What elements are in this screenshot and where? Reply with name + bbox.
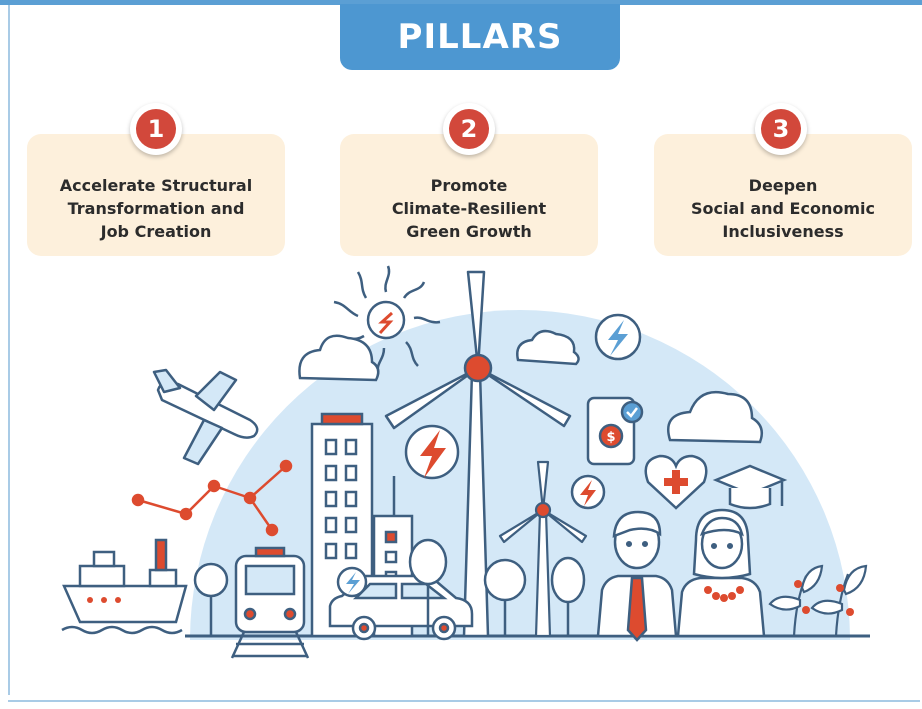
pillar-2-number: 2: [449, 109, 489, 149]
smartphone-payment-icon: $: [586, 396, 644, 466]
cloud-icon: [298, 334, 380, 382]
svg-text:$: $: [606, 430, 615, 445]
top-border: [0, 0, 922, 5]
pillar-card-2: Promote Climate-Resilient Green Growth: [340, 134, 598, 256]
tree-icon: [193, 562, 229, 636]
lightning-bolt-icon: [570, 474, 606, 510]
tree-icon: [408, 538, 448, 636]
car-icon: [328, 566, 474, 641]
sun-icon: [333, 265, 441, 375]
woman-icon: [676, 508, 766, 638]
pillar-1-text: Accelerate Structural Transformation and…: [59, 176, 253, 241]
airplane-icon: [152, 368, 259, 466]
plant-icon: [810, 564, 868, 637]
wind-turbine-icon: [498, 460, 588, 638]
train-icon: [230, 546, 310, 659]
page-title: PILLARS: [397, 17, 563, 57]
man-icon: [596, 510, 678, 642]
cloud-icon: [516, 329, 580, 366]
tree-icon: [483, 558, 527, 636]
pillar-1-number: 1: [136, 109, 176, 149]
pillar-2-text: Promote Climate-Resilient Green Growth: [391, 176, 547, 241]
bottom-border: [8, 700, 920, 702]
network-nodes-icon: [131, 459, 293, 537]
pillar-3-badge: 3: [755, 103, 807, 155]
lightning-bolt-icon: [404, 424, 460, 480]
lightning-bolt-icon: [594, 313, 642, 361]
wind-turbine-icon: [384, 270, 572, 638]
cloud-icon: [667, 390, 763, 444]
plant-icon: [768, 564, 824, 637]
pillars-illustration: $: [61, 265, 870, 659]
graduation-cap-icon: [712, 464, 788, 510]
tree-icon: [550, 556, 586, 636]
left-border: [8, 5, 10, 695]
heart-medical-icon: [644, 454, 708, 510]
pillar-3-number: 3: [761, 109, 801, 149]
pillar-1-badge: 1: [130, 103, 182, 155]
pillar-2-badge: 2: [443, 103, 495, 155]
pillar-3-text: Deepen Social and Economic Inclusiveness: [691, 176, 875, 241]
title-banner: PILLARS: [340, 4, 620, 70]
cargo-ship-icon: [61, 538, 188, 635]
